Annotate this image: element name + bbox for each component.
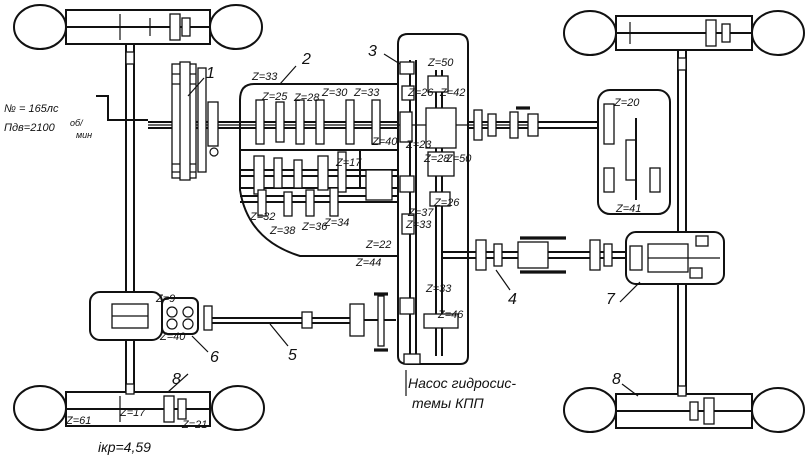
gear-label: Z=28 [423,153,450,165]
gear-label: Z=26 [433,197,460,209]
cardan-shaft-left [212,292,396,352]
callout-7: 7 [606,291,616,308]
callout-4: 4 [508,291,517,308]
gear-label: Z=33 [251,71,278,83]
gear-label: Z=9 [155,293,175,305]
gear-label: Z=23 [405,139,432,151]
wheel-rear-right-outer [563,387,617,433]
transfer-case [397,33,469,365]
callout-1: 1 [206,65,215,82]
pump-caption-line1: Насос гидросис- [408,375,516,391]
front-output [468,89,671,215]
engine-power-label: № = 165лс [4,103,59,115]
engine-labels: № = 165лс Пдв=2100 об/ мин [4,103,92,140]
gear-label: Z=38 [269,225,296,237]
callout-8-right: 8 [612,371,621,388]
left-bogie-drive [89,44,213,395]
gear-label: Z=40 [371,136,398,148]
leader-lines [167,53,641,397]
callout-8-left: 8 [172,371,181,388]
gear-label: Z=32 [249,211,275,223]
gear-label: Z=25 [261,91,288,103]
gear-label: Z=50 [445,153,472,165]
gear-label: Z=40 [159,331,186,343]
gearbox-gears [240,99,398,217]
wheel-reducers [65,9,753,429]
gear-label: Z=36 [301,221,328,233]
gear-label: Z=61 [65,415,91,427]
callout-5: 5 [288,347,297,364]
gear-label: Z=26 [407,87,434,99]
gear-label: Z=33 [405,219,432,231]
gear-label: Z=33 [425,283,452,295]
cardan-shaft-right [442,236,626,274]
wheel-rear-right-inner [751,387,805,433]
callout-2: 2 [301,51,311,68]
gear-label: Z=34 [323,217,349,229]
gear-label: Z=44 [355,257,381,269]
wheel-front-left-outer [13,4,67,50]
final-drive-ratio: iкр=4,59 [98,439,151,455]
engine-rpm-unit-top: об/ [70,118,84,128]
engine-input [96,61,530,181]
gear-label: Z=42 [439,87,465,99]
wheel-rear-left-outer [13,385,67,431]
pump-caption-line2: темы КПП [412,395,484,411]
callout-numbers: 1 2 3 4 5 6 7 8 8 [172,43,621,388]
wheel-front-right-outer [563,10,617,56]
gear-label: Z=33 [353,87,380,99]
wheel-front-right-inner [751,10,805,56]
right-bogie-drive [625,50,725,397]
gear-label: Z=41 [615,203,641,215]
wheel-front-left-inner [209,4,263,50]
gear-label: Z=17 [119,407,146,419]
engine-rpm-label: Пдв=2100 [4,122,56,134]
gear-label: Z=21 [181,419,207,431]
front-axle-reducer [597,89,671,215]
gear-label: Z=28 [293,92,320,104]
callout-6: 6 [210,349,219,366]
gear-label: Z=46 [437,309,464,321]
gear-label: Z=22 [365,239,391,251]
gear-label: Z=50 [427,57,454,69]
left-bevel-gear-box [161,297,199,335]
gear-tooth-labels: Z=33 Z=25 Z=28 Z=30 Z=33 Z=50 Z=26 Z=42 … [65,57,641,431]
gear-label: Z=17 [335,157,362,169]
engine-rpm-unit-bottom: мин [76,130,92,140]
wheel-rear-left-inner [211,385,265,431]
gear-label: Z=30 [321,87,348,99]
callout-3: 3 [368,43,377,60]
gear-label: Z=20 [613,97,640,109]
gear-label: Z=37 [407,207,434,219]
